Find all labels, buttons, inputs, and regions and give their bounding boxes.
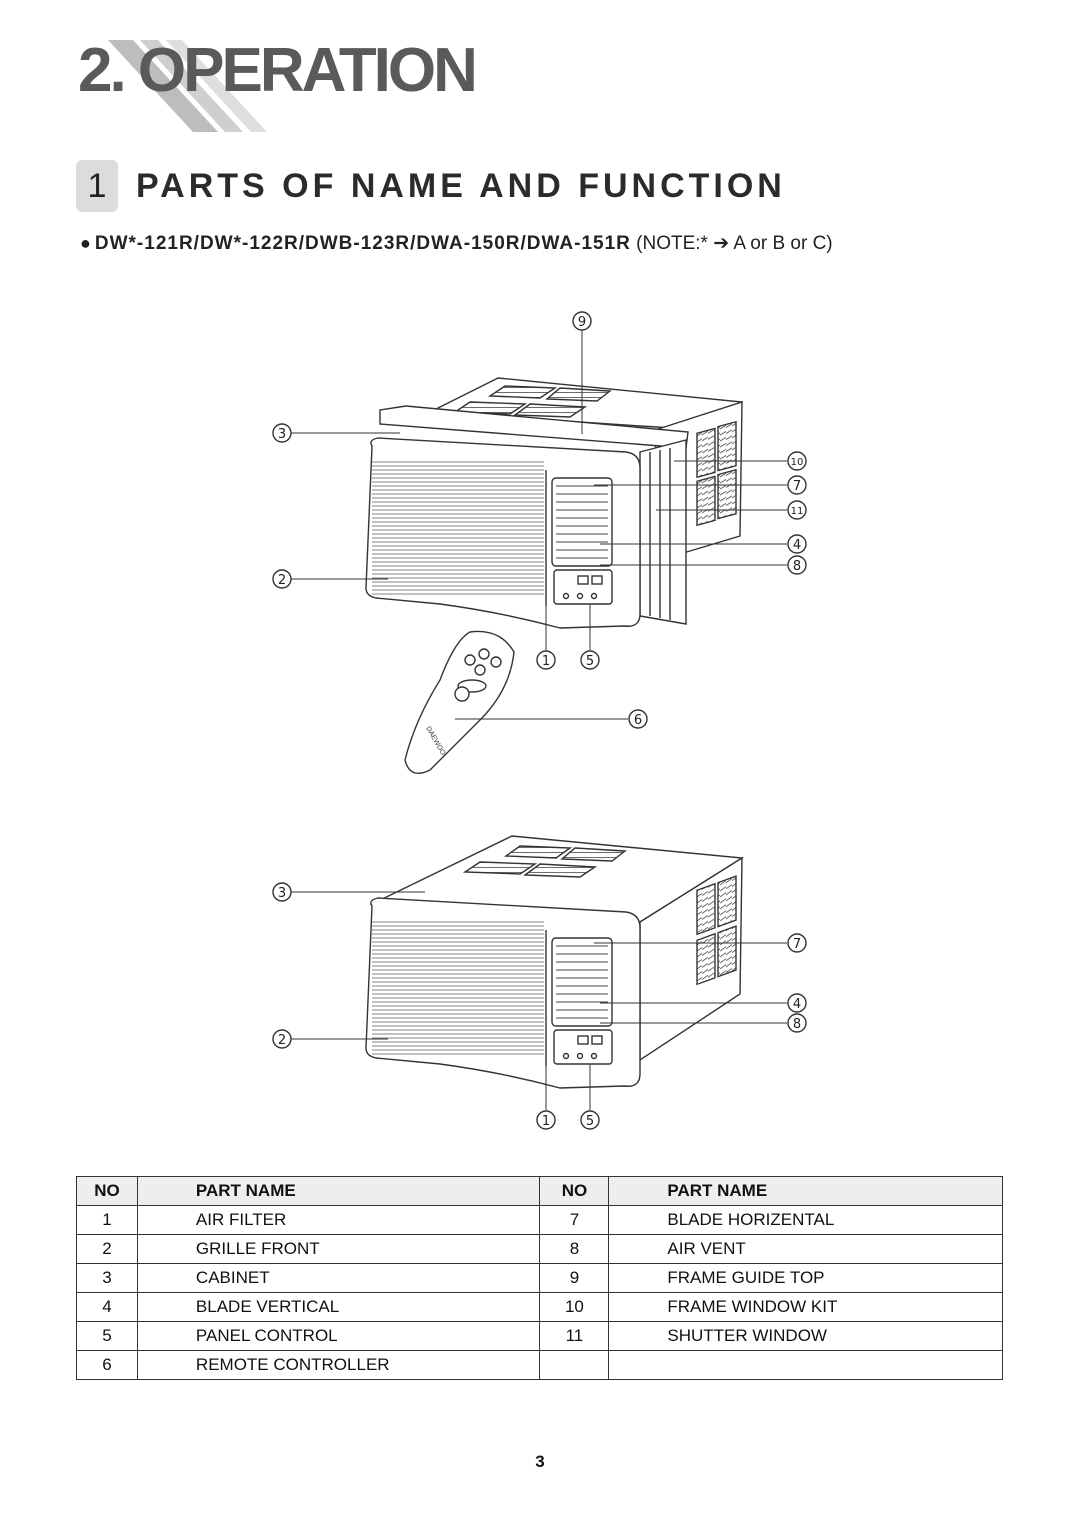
chapter-heading: 2. OPERATION — [78, 36, 498, 136]
callout-11: 11 — [791, 506, 804, 517]
air-conditioner-top: DAEWOO — [365, 377, 743, 774]
callout-3: 3 — [278, 886, 286, 901]
page-number: 3 — [535, 1452, 545, 1471]
model-list: ●DW*-121R/DW*-122R/DWB-123R/DWA-150R/DWA… — [80, 232, 833, 255]
table-header-row: NO PART NAME NO PART NAME — [76, 1176, 1003, 1206]
callout-3: 3 — [278, 427, 286, 442]
section-number: 1 — [76, 160, 118, 212]
callout-1: 1 — [542, 1114, 550, 1129]
table-row: 4 BLADE VERTICAL 10 FRAME WINDOW KIT — [76, 1292, 1003, 1322]
parts-table: NO PART NAME NO PART NAME 1 AIR FILTER 7… — [76, 1176, 1003, 1380]
table-row: 5 PANEL CONTROL 11 SHUTTER WINDOW — [76, 1321, 1003, 1351]
bullet-icon: ● — [80, 233, 91, 253]
callout-4: 4 — [793, 538, 801, 553]
cell-no: 9 — [539, 1263, 610, 1293]
callout-7: 7 — [793, 479, 801, 494]
cell-part-name: AIR VENT — [608, 1234, 1003, 1264]
table-row: 6 REMOTE CONTROLLER — [76, 1350, 1003, 1380]
callout-5: 5 — [586, 1114, 594, 1129]
header-part-name: PART NAME — [608, 1176, 1003, 1206]
section-title: PARTS OF NAME AND FUNCTION — [136, 166, 786, 205]
cell-no: 11 — [539, 1321, 610, 1351]
cell-no: 10 — [539, 1292, 610, 1322]
cell-part-name: FRAME GUIDE TOP — [608, 1263, 1003, 1293]
cell-part-name — [608, 1350, 1003, 1380]
figure-drawings: DAEWOO 9 3 2 10 7 11 4 8 1 5 6 — [272, 311, 807, 1130]
cell-part-name: FRAME WINDOW KIT — [608, 1292, 1003, 1322]
air-conditioner-bottom — [365, 835, 745, 1089]
cell-part-name: PANEL CONTROL — [136, 1321, 541, 1351]
header-no: NO — [76, 1176, 138, 1206]
cell-no: 7 — [539, 1205, 610, 1235]
cell-part-name: SHUTTER WINDOW — [608, 1321, 1003, 1351]
cell-part-name: CABINET — [136, 1263, 541, 1293]
callouts-top: 9 3 2 10 7 11 4 8 1 5 6 — [272, 311, 807, 729]
cell-part-name: REMOTE CONTROLLER — [136, 1350, 541, 1380]
callout-2: 2 — [278, 1033, 286, 1048]
callout-1: 1 — [542, 654, 550, 669]
header-no: NO — [539, 1176, 610, 1206]
cell-no: 3 — [76, 1263, 138, 1293]
header-part-name: PART NAME — [136, 1176, 541, 1206]
callout-2: 2 — [278, 573, 286, 588]
table-row: 1 AIR FILTER 7 BLADE HORIZENTAL — [76, 1205, 1003, 1235]
callout-10: 10 — [791, 457, 804, 468]
callout-5: 5 — [586, 654, 594, 669]
cell-part-name: BLADE VERTICAL — [136, 1292, 541, 1322]
cell-part-name: GRILLE FRONT — [136, 1234, 541, 1264]
callouts-bottom: 3 2 7 4 8 1 5 — [272, 882, 807, 1130]
callout-8: 8 — [793, 559, 801, 574]
cell-no: 4 — [76, 1292, 138, 1322]
callout-9: 9 — [578, 315, 586, 330]
section-heading: 1 PARTS OF NAME AND FUNCTION — [76, 160, 786, 212]
cell-no — [539, 1350, 610, 1380]
cell-part-name: BLADE HORIZENTAL — [608, 1205, 1003, 1235]
cell-no: 6 — [76, 1350, 138, 1380]
cell-part-name: AIR FILTER — [136, 1205, 541, 1235]
cell-no: 2 — [76, 1234, 138, 1264]
chapter-title: 2. OPERATION — [78, 36, 478, 105]
callout-8: 8 — [793, 1017, 801, 1032]
chapter-stripes-decoration — [108, 40, 267, 132]
callout-7: 7 — [793, 937, 801, 952]
table-row: 3 CABINET 9 FRAME GUIDE TOP — [76, 1263, 1003, 1293]
callout-4: 4 — [793, 997, 801, 1012]
callout-6: 6 — [634, 713, 642, 728]
model-note: (NOTE:* ➔ A or B or C) — [630, 233, 833, 254]
model-numbers: DW*-121R/DW*-122R/DWB-123R/DWA-150R/DWA-… — [94, 233, 631, 254]
cell-no: 8 — [539, 1234, 610, 1264]
cell-no: 5 — [76, 1321, 138, 1351]
table-row: 2 GRILLE FRONT 8 AIR VENT — [76, 1234, 1003, 1264]
cell-no: 1 — [76, 1205, 138, 1235]
